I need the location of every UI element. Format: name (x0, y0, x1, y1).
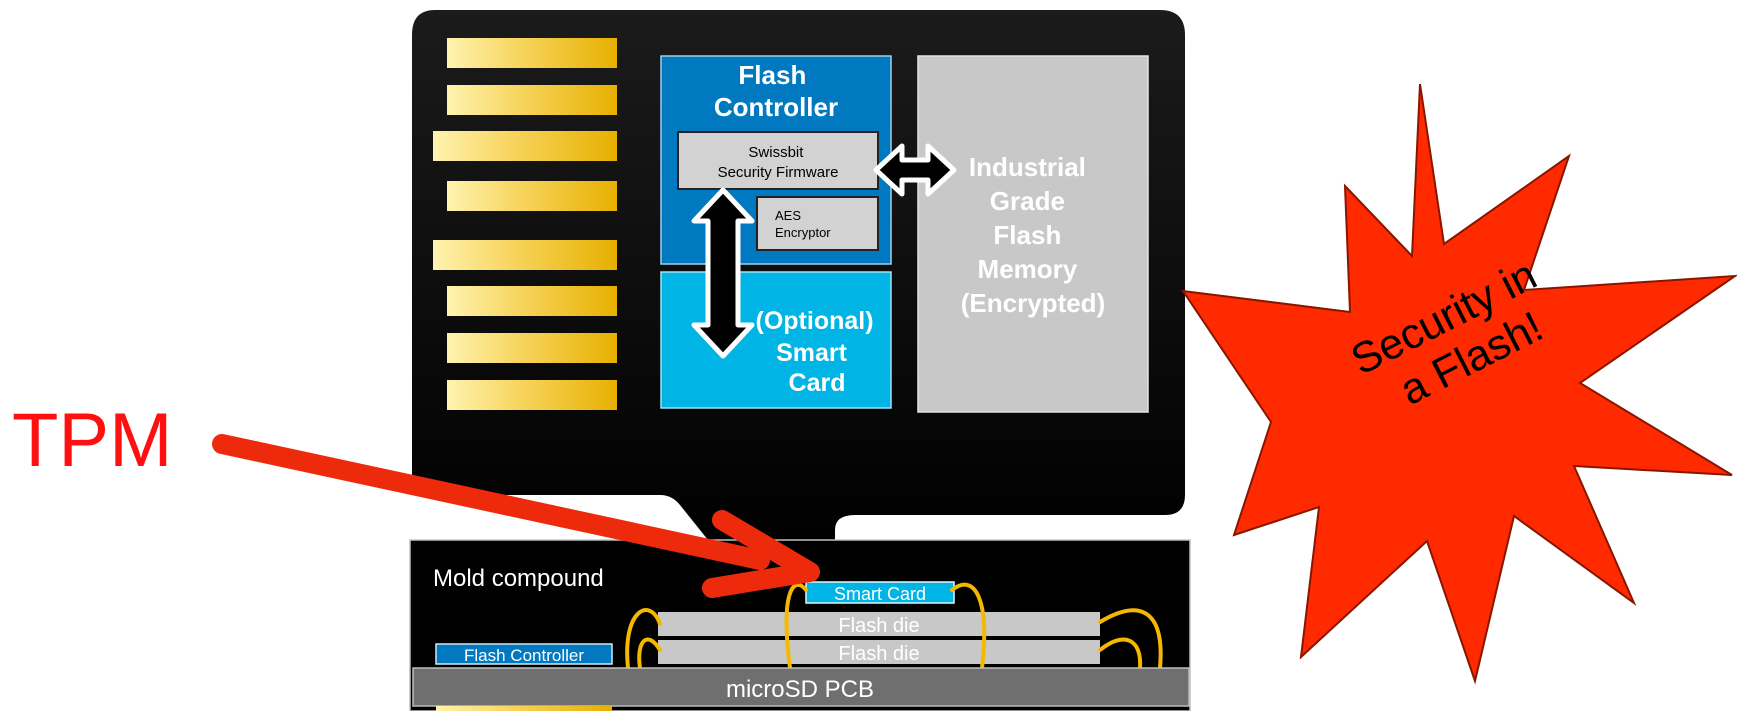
aes-encryptor-box (756, 196, 879, 251)
tpm-arrow-shaft (212, 434, 770, 570)
smart-card-chip (805, 581, 955, 604)
vertical-double-arrow-icon (691, 187, 755, 359)
bond-wires (625, 582, 1163, 670)
contact-pin (433, 131, 617, 161)
flash-die-top (658, 612, 1100, 636)
smart-card-block-label: (Optional) Smart Card (756, 307, 881, 397)
security-firmware-label: Swissbit Security Firmware (718, 144, 839, 181)
flash-die-bottom-label: Flash die (838, 643, 919, 665)
contact-pin (447, 380, 617, 410)
microsd-pcb-label: microSD PCB (726, 676, 874, 703)
security-firmware-box (677, 131, 879, 190)
gold-contacts (433, 38, 617, 410)
bond-wire (1098, 637, 1143, 670)
flash-memory-label: Industrial Grade Flash Memory (Encrypted… (961, 152, 1105, 318)
flash-memory-block (917, 55, 1149, 413)
bond-wire (950, 582, 987, 670)
flash-die-top-label: Flash die (838, 615, 919, 637)
bond-wire (637, 637, 662, 670)
microsd-pcb (412, 667, 1190, 707)
bond-wire (784, 582, 808, 670)
flash-controller-title: Flash Controller (714, 60, 838, 122)
smart-card-chip-label: Smart Card (834, 584, 926, 604)
horizontal-double-arrow-icon (873, 143, 957, 197)
contact-pin (433, 240, 617, 270)
contact-pin (447, 85, 617, 115)
tpm-arrow-head-icon (702, 510, 820, 598)
contact-pin (447, 333, 617, 363)
bond-wire (1098, 608, 1163, 670)
starburst-badge: Security in a Flash! (1180, 83, 1737, 685)
contact-pin (447, 181, 617, 211)
aes-encryptor-label: AES Encryptor (775, 208, 831, 240)
flash-controller-chip-label: Flash Controller (464, 646, 584, 665)
pcb-gold-contact (436, 706, 612, 711)
smart-card-block (660, 271, 892, 409)
flash-die-bottom (658, 640, 1100, 664)
microsd-card: Flash Controller Swissbit Security Firmw… (412, 10, 1185, 552)
contact-pin (447, 286, 617, 316)
mold-compound-label: Mold compound (433, 565, 604, 592)
bond-wire (625, 608, 662, 670)
contact-pin (447, 38, 617, 68)
flash-controller-chip (435, 643, 613, 665)
tpm-label: TPM (12, 398, 172, 483)
tpm-callout: TPM (12, 398, 820, 598)
starburst-icon (1180, 83, 1737, 685)
